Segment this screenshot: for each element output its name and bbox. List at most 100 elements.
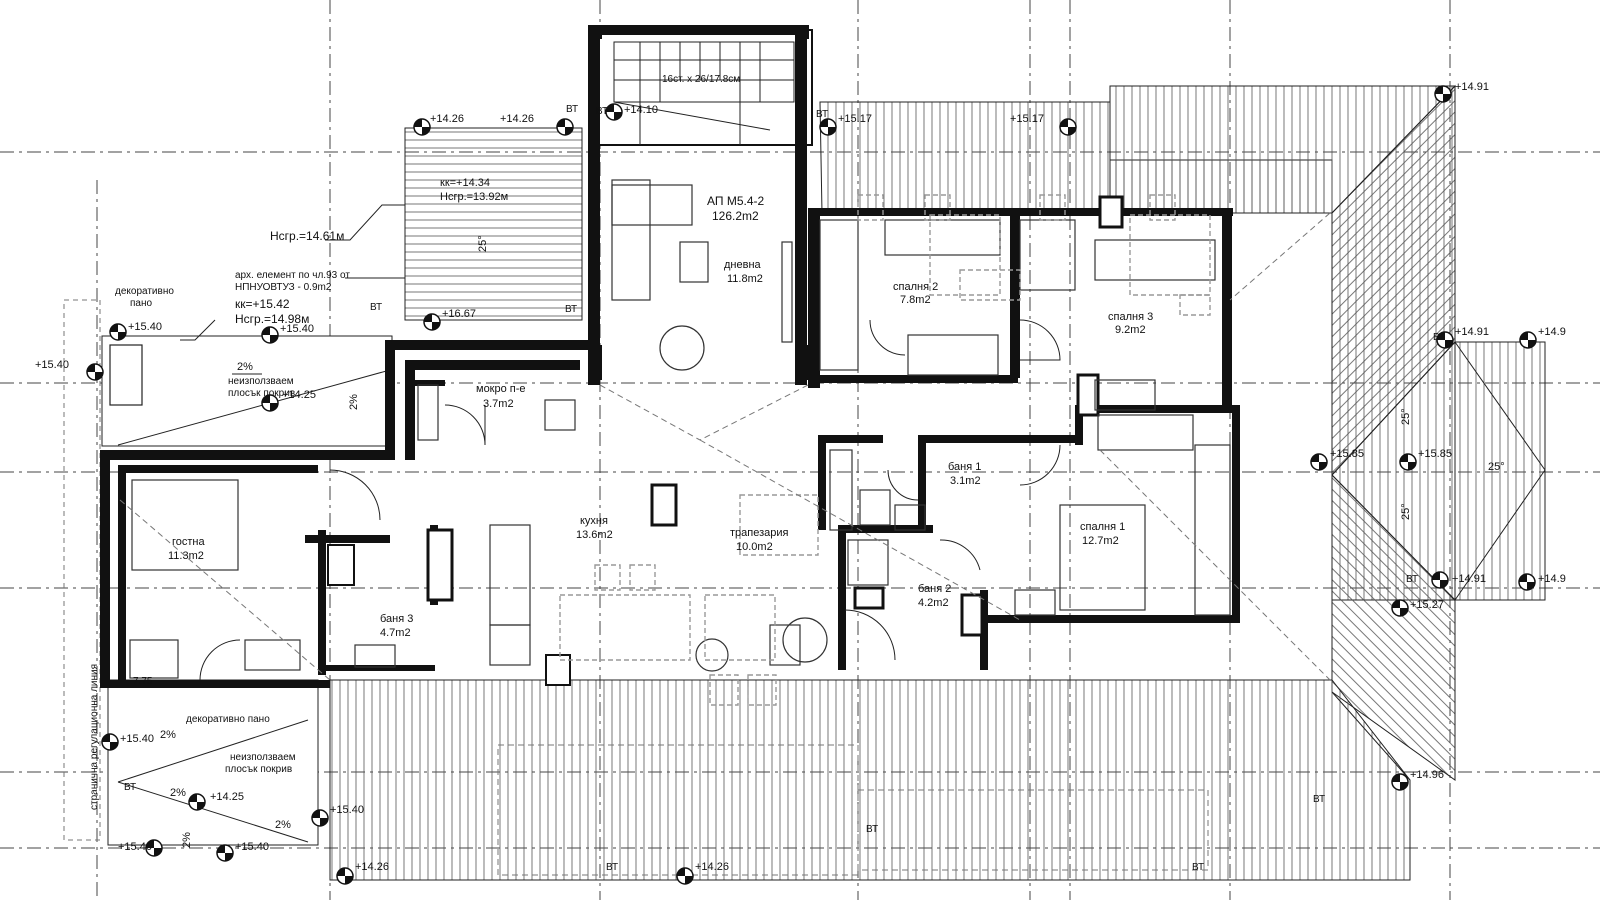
level-label: +14.91 [1455,81,1489,93]
level-marker-fill [312,810,328,826]
drain-mark: ВТ [816,109,828,120]
angle-4: 25° [1400,503,1412,520]
level-marker-fill [217,845,233,861]
level-label: +15.40 [330,804,364,816]
level-markers: +14.10+14.26+14.26+15.17+15.17+14.91+16.… [35,81,1566,885]
room-bath2-name: баня 2 [918,583,951,595]
level-marker-fill [1435,86,1451,102]
drain-mark: ВТ [866,824,878,835]
level-label: +15.40 [35,359,69,371]
level-label: +14.26 [355,861,389,873]
note-ns2: Нсгр.=14.61м [270,229,344,243]
room-wet-area: 3.7m2 [483,398,514,410]
angle-2: 25° [1400,408,1412,425]
level-marker-fill [87,364,103,380]
drain-mark: ВТ [370,302,382,313]
note-arch2: НПНУОВТУЗ - 0.9m2 [235,282,332,293]
level-marker-fill [1392,774,1408,790]
slope-1: 2% [237,361,253,373]
angle-3: 25° [1488,461,1505,473]
level-marker-fill [424,314,440,330]
room-bath3-name: баня 3 [380,613,413,625]
room-bed3-name: спалня 3 [1108,311,1153,323]
room-living-name: дневна [724,259,762,271]
level-label: +15.85 [1418,448,1452,460]
level-marker-fill [1437,332,1453,348]
drain-mark: ВТ [1192,862,1204,873]
room-labels: дневна 11.8m2 спалня 2 7.8m2 спалня 3 9.… [168,259,1153,639]
level-label: +14.26 [695,861,729,873]
note-roof1b: плосък покрив [228,388,295,399]
room-bed2-area: 7.8m2 [900,294,931,306]
room-kitchen-area: 13.6m2 [576,529,613,541]
room-bed2-name: спалня 2 [893,281,938,293]
level-label: +15.40 [280,323,314,335]
level-marker-fill [414,119,430,135]
level-label: +14.9 [1538,326,1566,338]
note-roof2a: неизползваем [230,752,296,763]
note-ns3: Нсгр.=14.98м [235,312,309,326]
room-guest-name: гостна [172,536,206,548]
level-label: +15.85 [1330,448,1364,460]
drain-mark: ВТ [1313,794,1325,805]
slope-4: 2% [170,787,186,799]
note-arch1: арх. елемент по чл.93 от [235,270,350,281]
note-dim: 7.75 [133,676,153,687]
drain-mark: ВТ [1433,332,1445,343]
room-bath1-area: 3.1m2 [950,475,981,487]
room-kitchen-name: кухня [580,515,608,527]
roof-areas [329,29,1546,881]
room-bed1-area: 12.7m2 [1082,535,1119,547]
apartment-area: 126.2m2 [712,209,759,223]
drain-mark: ВТ [596,106,608,117]
room-guest-area: 11.3m2 [168,550,204,562]
note-deco1b: пано [130,298,152,309]
level-label: +14.25 [282,389,316,401]
slopes: 2% 2% 2% 2% 2% 2% 25° 25° 25° 25° [160,235,1505,848]
room-bath2-area: 4.2m2 [918,597,949,609]
furniture-dashed [559,194,1211,706]
level-marker-fill [1520,332,1536,348]
level-marker-fill [1392,600,1408,616]
level-marker-fill [189,794,205,810]
drain-mark: ВТ [124,782,136,793]
doors [199,319,1061,681]
level-label: +15.40 [235,841,269,853]
level-label: +16.67 [442,308,476,320]
note-roof2b: плосък покрив [225,764,292,775]
level-marker-fill [110,324,126,340]
note-deco1a: декоративно [115,286,174,297]
drain-mark: ВТ [565,304,577,315]
level-marker-fill [1060,119,1076,135]
level-label: +14.9 [1538,573,1566,585]
apartment-code: АП М5.4-2 [707,194,765,208]
level-marker-fill [262,395,278,411]
level-marker-fill [1400,454,1416,470]
level-marker-fill [557,119,573,135]
level-label: +14.26 [500,113,534,125]
slope-5: 2% [275,819,291,831]
drain-mark: ВТ [566,104,578,115]
walls [100,25,1240,688]
room-dining-area: 10.0m2 [736,541,773,553]
room-bath1-name: баня 1 [948,461,981,473]
columns [327,25,1124,686]
annotations: кк=+14.34 Нсгр.=13.92м Нсгр.=14.61м арх.… [89,177,508,810]
level-marker-fill [102,734,118,750]
note-side-line: странична регулационна линия [89,664,100,810]
level-marker-fill [337,868,353,884]
level-label: +14.10 [624,104,658,116]
note-kk1: кк=+14.34 [440,177,490,189]
slope-2: 2% [348,394,360,410]
level-label: +14.26 [430,113,464,125]
slope-3: 2% [160,729,176,741]
stair-note: 16ст. х 26/17.8см [662,74,740,85]
note-kk2: кк=+15.42 [235,297,290,311]
level-label: +14.96 [1410,769,1444,781]
level-marker-fill [677,868,693,884]
level-label: +15.17 [1010,113,1044,125]
level-label: +15.40 [128,321,162,333]
note-roof1a: неизползваем [228,376,294,387]
level-marker-fill [1311,454,1327,470]
